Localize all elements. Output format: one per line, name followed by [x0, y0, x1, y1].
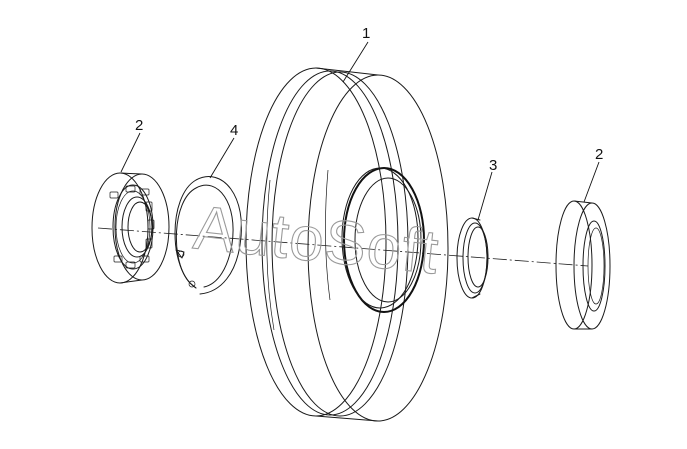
callout-4: 4: [230, 122, 238, 139]
roller-bearing-left: [91, 172, 170, 284]
leader-1: [342, 41, 369, 83]
leader-4: [209, 137, 235, 179]
spacer-ring: [456, 217, 489, 299]
bearing-right: [555, 200, 611, 330]
leader-2-right: [583, 161, 600, 203]
pulley-wheel: [245, 67, 449, 422]
callout-3: 3: [489, 157, 497, 174]
center-axis: [97, 227, 589, 267]
callout-1: 1: [362, 25, 370, 42]
callout-2-right: 2: [595, 146, 603, 163]
leader-2-left: [120, 132, 141, 173]
snap-ring: [174, 176, 242, 295]
callout-2-left: 2: [135, 117, 143, 134]
leader-3: [477, 171, 493, 221]
watermark: AutoSoft: [191, 193, 443, 287]
